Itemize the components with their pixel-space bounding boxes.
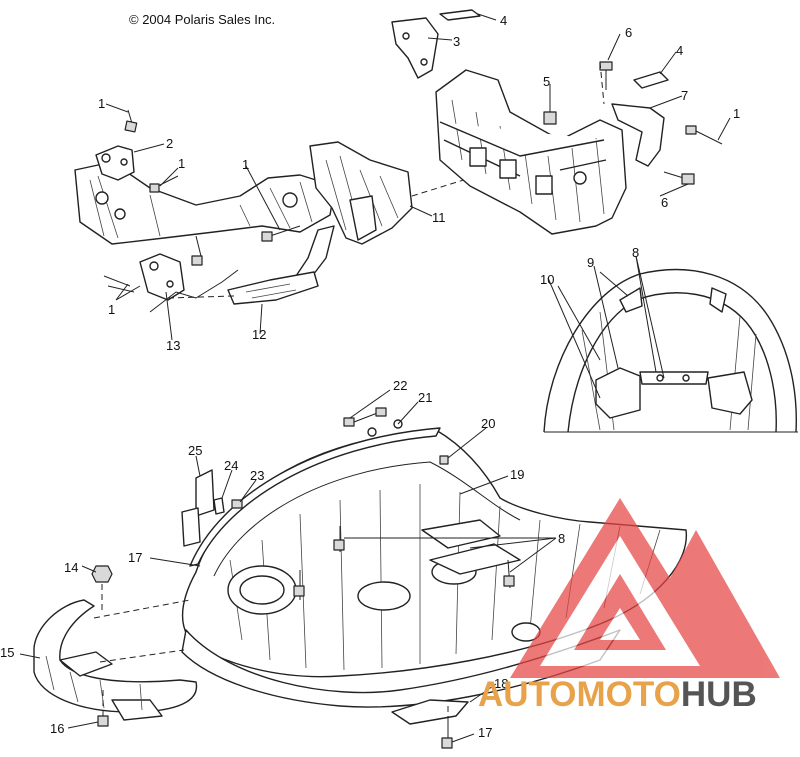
copyright-text: © 2004 Polaris Sales Inc.: [129, 12, 275, 27]
watermark-text: AUTOMOTOHUB: [478, 675, 757, 714]
callout-25: 25: [188, 443, 202, 458]
triangle-a-logo-icon: [510, 498, 780, 678]
callout-19: 19: [510, 467, 524, 482]
callout-10: 10: [540, 272, 554, 287]
watermark-hub: HUB: [681, 675, 757, 714]
callout-8: 8: [558, 531, 565, 546]
callout-22: 22: [393, 378, 407, 393]
callout-1: 1: [242, 157, 249, 172]
callout-16: 16: [50, 721, 64, 736]
callout-23: 23: [250, 468, 264, 483]
callout-9: 9: [587, 255, 594, 270]
watermark-moto: MOTO: [577, 675, 681, 714]
callout-12: 12: [252, 327, 266, 342]
callout-5: 5: [543, 74, 550, 89]
callout-4: 4: [676, 43, 683, 58]
callout-13: 13: [166, 338, 180, 353]
callout-15: 15: [0, 645, 14, 660]
callout-24: 24: [224, 458, 238, 473]
callout-1: 1: [108, 302, 115, 317]
detail-inset-view: [543, 255, 798, 433]
callout-17: 17: [478, 725, 492, 740]
callout-labels: 1 1 1 1 1 2 3 4 4 5 6 6 7 8 8 9 10 11 12…: [0, 13, 740, 740]
callout-1: 1: [733, 106, 740, 121]
front-bulkhead-assembly: [391, 9, 723, 235]
callout-21: 21: [418, 390, 432, 405]
callout-2: 2: [166, 136, 173, 151]
callout-4: 4: [500, 13, 507, 28]
callout-3: 3: [453, 34, 460, 49]
callout-18: 18: [494, 676, 508, 691]
callout-7: 7: [681, 88, 688, 103]
callout-1: 1: [178, 156, 185, 171]
callout-17: 17: [128, 550, 142, 565]
callout-14: 14: [64, 560, 78, 575]
front-bumper-assembly: [33, 565, 198, 727]
callout-20: 20: [481, 416, 495, 431]
callout-6: 6: [625, 25, 632, 40]
callout-11: 11: [432, 210, 446, 225]
hood-hardware: [181, 407, 469, 749]
watermark: AUTOMOTOHUB: [478, 498, 780, 714]
callout-6: 6: [661, 195, 668, 210]
leader-lines: [19, 13, 731, 743]
watermark-auto: AUTO: [478, 675, 577, 714]
callout-8: 8: [632, 245, 639, 260]
callout-1: 1: [98, 96, 105, 111]
bulkhead-frame-assembly: [74, 109, 471, 313]
